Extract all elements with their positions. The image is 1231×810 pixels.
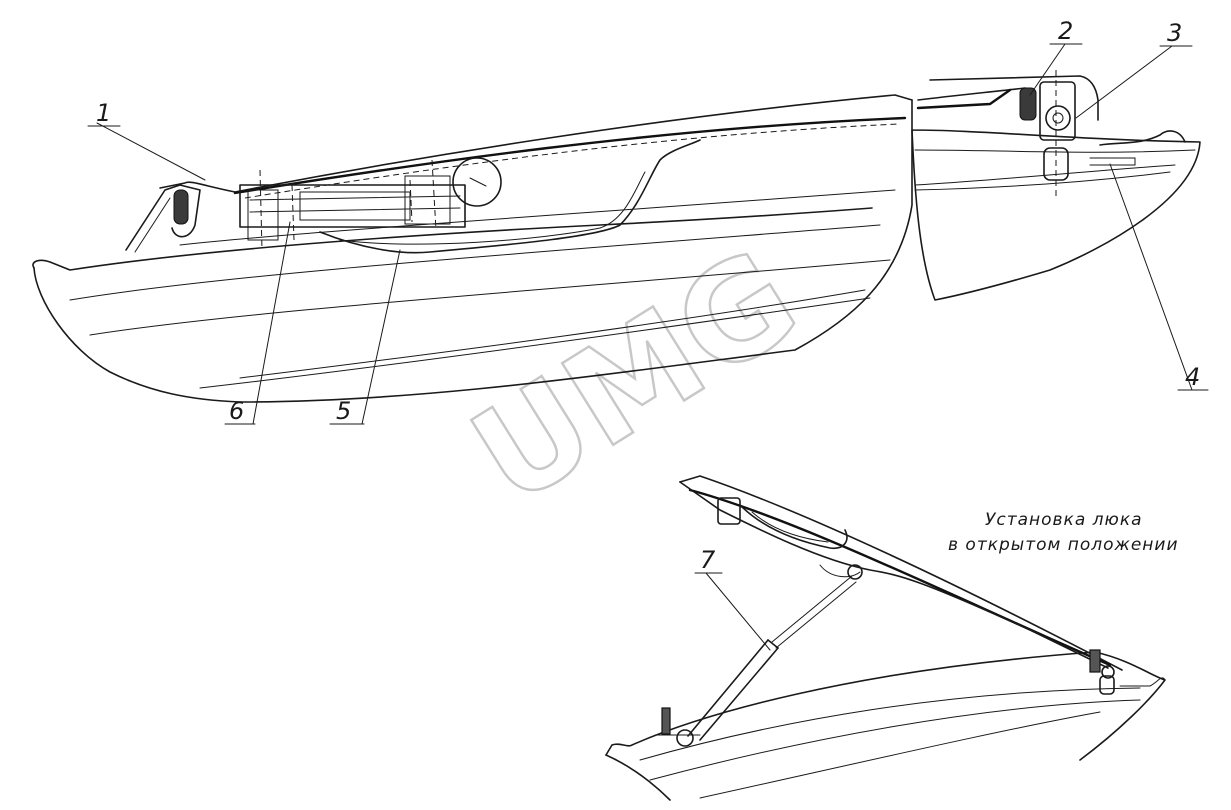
caption-line-1: Установка люка — [985, 510, 1143, 530]
hatch-frame-left-inner — [134, 197, 171, 253]
hinge-roof-outline — [929, 75, 1099, 121]
caption-line-2: в открытом положении — [948, 535, 1179, 555]
open-roof-upper — [605, 651, 1096, 756]
strut-base-bracket — [661, 707, 671, 735]
inner-trim-line — [179, 189, 896, 246]
hatch-lid-inner-2 — [244, 123, 901, 199]
leader-line-6 — [252, 221, 291, 425]
roof-rib-line-3 — [199, 297, 871, 389]
callout-label-2: 2 — [1058, 17, 1073, 45]
hinge-rib-3 — [914, 171, 1171, 191]
callout-label-4: 4 — [1185, 363, 1200, 391]
handle-recess-inner — [339, 171, 646, 245]
hinge-roof-inner — [916, 88, 1012, 110]
hinge-plate-4 — [1089, 157, 1136, 166]
leader-line-7 — [705, 572, 771, 651]
seal-left — [173, 189, 189, 225]
roof-rib-line-4 — [239, 289, 866, 379]
open-lid-inner — [688, 488, 1112, 667]
roof-outer-skin — [32, 207, 873, 271]
leader-line-1 — [96, 122, 206, 181]
callout-label-3: 3 — [1167, 19, 1182, 47]
leader-line-4 — [1109, 163, 1193, 391]
open-hinge-seal — [1089, 649, 1101, 673]
roller-wheel — [452, 157, 502, 207]
open-roof-lower — [605, 754, 671, 801]
hatch-frame-left — [125, 184, 201, 251]
open-roof-rib-1 — [639, 687, 1141, 761]
open-lid-bracket — [819, 564, 861, 578]
hinge-panel-lower — [911, 129, 1201, 301]
watermark: UMG — [447, 221, 823, 535]
gas-strut — [676, 575, 857, 747]
hinge-rib-2 — [914, 164, 1176, 186]
hatch-lid-inner — [233, 116, 907, 195]
hinge-detail-view: 2 3 4 — [911, 17, 1209, 391]
open-hatch-view: 7 Установка люка в открытом положении — [605, 475, 1179, 801]
lock-mechanism — [239, 159, 466, 251]
leader-line-2 — [1029, 43, 1066, 96]
callout-label-6: 6 — [229, 397, 244, 425]
open-roof-rib-3 — [699, 711, 1101, 799]
open-hinge-flange — [1119, 677, 1166, 687]
open-hinge-bolt — [1099, 675, 1115, 695]
callout-label-5: 5 — [336, 397, 351, 425]
open-lid-frame — [679, 481, 1109, 669]
hinge-rib-1 — [914, 149, 1196, 153]
leader-line-3 — [1075, 45, 1173, 119]
seal-2 — [1019, 87, 1037, 121]
open-lid-outer — [679, 475, 1123, 671]
callout-label-7: 7 — [700, 546, 716, 574]
hinge-pin — [1045, 105, 1071, 131]
open-roof-rib-2 — [649, 699, 1141, 781]
open-lid-latch — [717, 497, 741, 525]
roof-rib-line-2 — [89, 259, 891, 336]
open-lid-strut-mount-top — [847, 564, 863, 580]
leader-line-5 — [361, 249, 401, 425]
roof-lower-contour — [33, 99, 913, 403]
roof-rib-line-1 — [69, 224, 881, 301]
closed-hatch-section-view: 1 5 6 — [32, 94, 913, 425]
hinge-bracket — [1039, 81, 1076, 141]
callout-label-1: 1 — [96, 99, 111, 127]
handle-recess — [319, 139, 701, 254]
hinge-pin-core — [1052, 112, 1064, 124]
hinge-flange — [1099, 130, 1186, 146]
open-lid-handle-inner — [751, 511, 829, 543]
open-hinge-pin — [1101, 665, 1115, 679]
hinge-roof-skin — [917, 87, 1026, 101]
hatch-lid-outer — [159, 94, 913, 193]
open-lid-handle — [739, 504, 848, 550]
roller-wheel-axis — [469, 177, 487, 187]
